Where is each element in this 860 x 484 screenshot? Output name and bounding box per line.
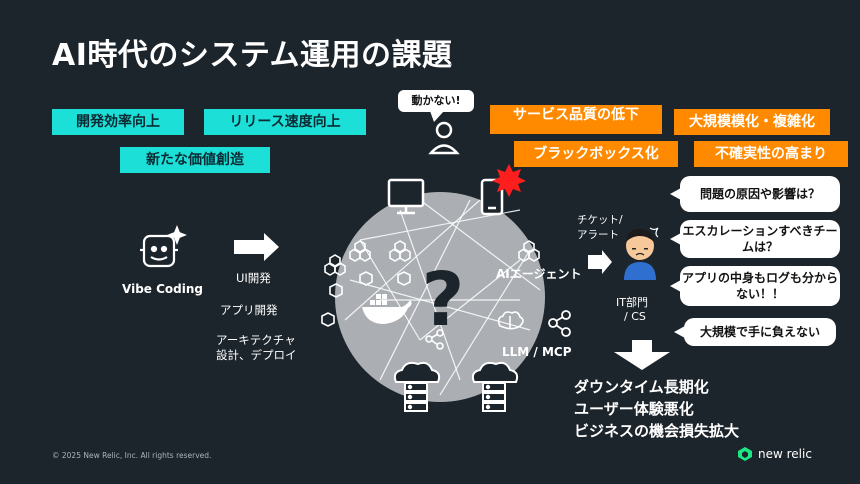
outcome-downtime: ダウンタイム長期化 <box>574 378 709 396</box>
brain-icon <box>497 311 524 330</box>
outcome-ux: ユーザー体験悪化 <box>574 400 694 418</box>
copyright: © 2025 New Relic, Inc. All rights reserv… <box>52 451 212 460</box>
cube-icon <box>349 240 371 262</box>
tag-new-value: 新たな価値創造 <box>120 147 270 173</box>
share-icon <box>548 310 571 337</box>
bubble-too-large: 大規模で手に負えない <box>674 318 836 346</box>
speech-bubble: 動かない! <box>398 90 474 122</box>
tag-dev-efficiency: 開発効率向上 <box>52 109 184 135</box>
network-lines <box>344 199 541 396</box>
ui-dev-label: UI開発 <box>236 271 271 285</box>
monitor-icon <box>387 178 425 215</box>
arrow-right-icon <box>234 233 279 261</box>
user-icon <box>428 121 460 155</box>
cube-icon <box>324 254 346 276</box>
app-dev-label: アプリ開発 <box>220 303 278 317</box>
bubble-no-logs: アプリの中身もログも分からない！！ <box>670 266 840 306</box>
ticket-label: チケット/ <box>577 214 623 226</box>
cube-icon <box>389 240 411 262</box>
architecture-label: アーキテクチャ <box>216 333 296 347</box>
tag-uncertainty: 不確実性の高まり <box>694 141 848 167</box>
arrow-right-icon <box>588 250 612 274</box>
robot-icon <box>140 225 187 268</box>
share-icon <box>425 329 444 350</box>
outcome-business-loss: ビジネスの機会損失拡大 <box>574 422 740 440</box>
bubble-root-cause: 問題の原因や影響は？ <box>670 176 840 212</box>
worried-person-icon <box>624 227 659 280</box>
server-cloud-icon <box>471 361 519 412</box>
arrow-down-icon <box>614 340 670 370</box>
question-mark: ? <box>422 257 465 343</box>
deploy-label: 設計、デプロイ <box>216 348 297 362</box>
smartphone-icon <box>480 178 504 216</box>
tag-release-speed: リリース速度向上 <box>204 109 366 135</box>
tag-blackbox: ブラックボックス化 <box>514 141 678 167</box>
cube-icon <box>359 271 373 286</box>
tag-quality-drop: サービス品質の低下 <box>490 105 662 134</box>
new-relic-logo-text: new relic <box>758 447 812 461</box>
bubble-escalation: エスカレーションすべきチームは？ <box>670 220 840 258</box>
ai-agent-label: AIエージェント <box>496 267 582 281</box>
cube-icon <box>518 240 540 262</box>
alert-label: アラート <box>577 229 619 241</box>
system-sphere <box>335 192 545 402</box>
tag-scale-complex: 大規模模化・複雑化 <box>674 109 830 135</box>
it-dept-label: IT部門 <box>616 296 648 309</box>
llm-mcp-label: LLM / MCP <box>502 345 572 359</box>
page-title: AI時代のシステム運用の課題 <box>52 38 453 73</box>
new-relic-logo-icon <box>738 447 752 461</box>
alert-burst <box>492 164 526 197</box>
server-cloud-icon <box>393 361 441 412</box>
docker-icon <box>362 294 412 324</box>
new-relic-logo: new relic <box>738 447 812 461</box>
vibe-coding-label: Vibe Coding <box>122 282 203 296</box>
cube-icon <box>397 271 411 286</box>
outcomes-list: ダウンタイム長期化 ユーザー体験悪化 ビジネスの機会損失拡大 <box>574 376 739 442</box>
cube-icon <box>321 312 335 327</box>
cube-icon <box>329 283 343 298</box>
cs-label: / CS <box>624 310 646 323</box>
